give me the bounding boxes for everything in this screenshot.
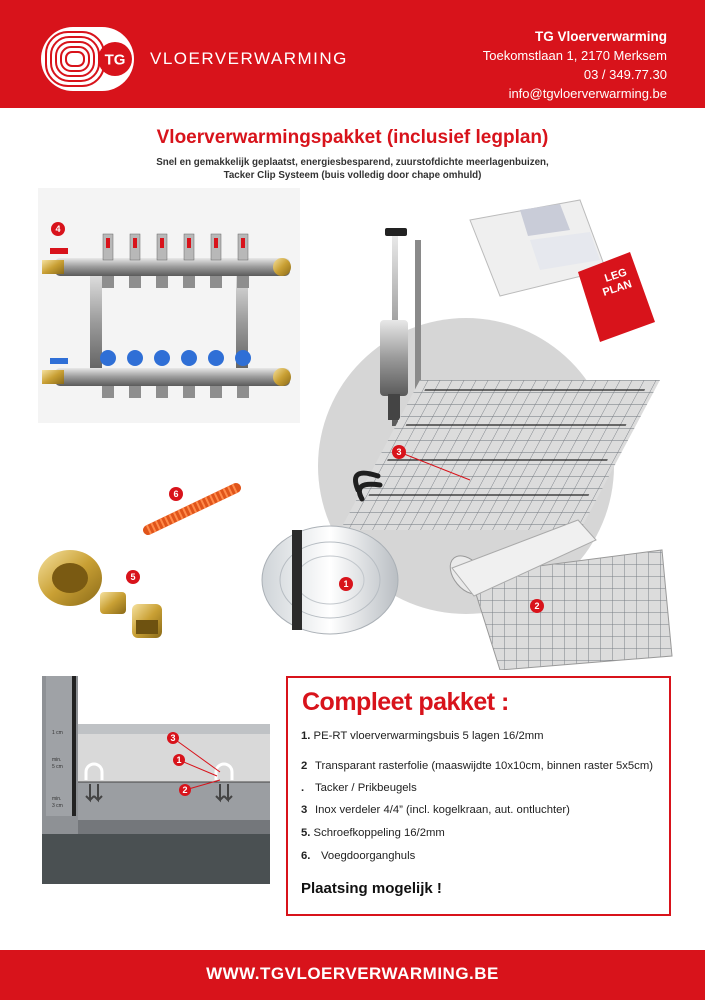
package-item-1-num: 1.: [301, 730, 311, 742]
header: TG VLOERVERWARMING TG Vloerverwarming To…: [0, 0, 705, 108]
badge-4: 4: [51, 222, 65, 236]
badge-6: 6: [169, 487, 183, 501]
badge-1: 1: [339, 577, 353, 591]
foil-roll: [449, 519, 673, 670]
svg-text:6: 6: [173, 489, 178, 499]
floor-section-diagram: 3 1 2 1 cm min. 5 cm min. 3 cm: [42, 676, 270, 884]
svg-text:4: 4: [55, 224, 60, 234]
subtitle-line-2: Tacker Clip Systeem (buis volledig door …: [223, 170, 482, 181]
dim-label-5cm: 5 cm: [52, 764, 63, 770]
page-subtitle: Snel en gemakkelijk geplaatst, energiesb…: [0, 156, 705, 182]
package-item-3-text: Tacker / Prikbeugels: [315, 782, 417, 794]
badge-2: 2: [530, 599, 544, 613]
package-box: Compleet pakket : 1. PE-RT vloerverwarmi…: [286, 676, 671, 916]
subtitle-line-1: Snel en gemakkelijk geplaatst, energiesb…: [156, 157, 549, 168]
address: Toekomstlaan 1, 2170 Merksem: [482, 48, 667, 63]
page-title: Vloerverwarmingspakket (inclusief legpla…: [156, 127, 549, 148]
package-item-6-num: 6.: [301, 850, 311, 862]
svg-text:3: 3: [396, 447, 401, 457]
section-badge-3: 3: [170, 733, 175, 743]
package-item-5-num: 5.: [301, 827, 311, 839]
package-item-3: . Tacker / Prikbeugels: [301, 782, 417, 794]
package-footer: Plaatsing mogelijk !: [301, 880, 442, 897]
badge-3: 3: [392, 445, 471, 481]
svg-text:1: 1: [343, 579, 348, 589]
manifold-image: [38, 188, 300, 423]
dim-label-1cm: 1 cm: [52, 730, 63, 736]
pipe-roll: [261, 525, 399, 635]
package-item-2: 2 Transparant rasterfolie (maaswijdte 10x…: [301, 760, 653, 772]
logo-badge-text: TG: [105, 52, 126, 69]
dim-label-min-a: min.: [52, 757, 61, 763]
dim-label-min-b: min.: [52, 796, 61, 802]
dim-label-3cm: 3 cm: [52, 803, 63, 809]
company-name: TG Vloerverwarming: [534, 29, 667, 44]
contact-block: TG Vloerverwarming Toekomstlaan 1, 2170 …: [483, 27, 667, 103]
package-item-3-num: .: [301, 782, 305, 794]
footer: WWW.TGVLOERVERWARMING.BE: [0, 950, 705, 1000]
package-item-2-text: Transparant rasterfolie (maaswijdte 10x1…: [315, 760, 654, 772]
email-link[interactable]: info@tgvloerverwarming.be: [508, 86, 667, 101]
phone: 03 / 349.77.30: [583, 67, 667, 82]
brand-name: VLOERVERWARMING: [150, 49, 348, 68]
package-item-1-text: PE-RT vloerverwarmingsbuis 5 lagen 16/2m…: [310, 730, 544, 742]
package-title: Compleet pakket :: [302, 688, 509, 716]
section-badge-1: 1: [176, 755, 181, 765]
package-item-4-text: Inox verdeler 4/4” (incl. kogelkraan, au…: [315, 804, 570, 816]
package-item-5: 5. Schroefkoppeling 16/2mm: [301, 827, 445, 839]
brass-fitting: [38, 550, 162, 638]
badge-5: 5: [126, 570, 140, 584]
package-item-5-text: Schroefkoppeling 16/2mm: [310, 827, 445, 839]
svg-text:2: 2: [534, 601, 539, 611]
package-item-2-num: 2: [301, 760, 308, 772]
corrugated-sleeve: [143, 483, 241, 535]
package-item-4: 3 Inox verdeler 4/4” (incl. kogelkraan, a…: [301, 804, 570, 816]
legplan-documents: LEG PLAN: [469, 199, 655, 342]
product-illustration: LEG PLAN 4 3 6 5: [38, 188, 673, 670]
package-item-4-num: 3: [301, 804, 308, 816]
website-link[interactable]: WWW.TGVLOERVERWARMING.BE: [206, 964, 499, 983]
package-item-6-text: Voegdoorganghuls: [321, 850, 416, 862]
svg-text:5: 5: [130, 572, 135, 582]
package-item-1: 1. PE-RT vloerverwarmingsbuis 5 lagen 16…: [301, 730, 544, 742]
section-badge-2: 2: [182, 785, 187, 795]
package-item-6: 6. Voegdoorganghuls: [301, 850, 415, 862]
company-logo: TG: [41, 27, 134, 91]
